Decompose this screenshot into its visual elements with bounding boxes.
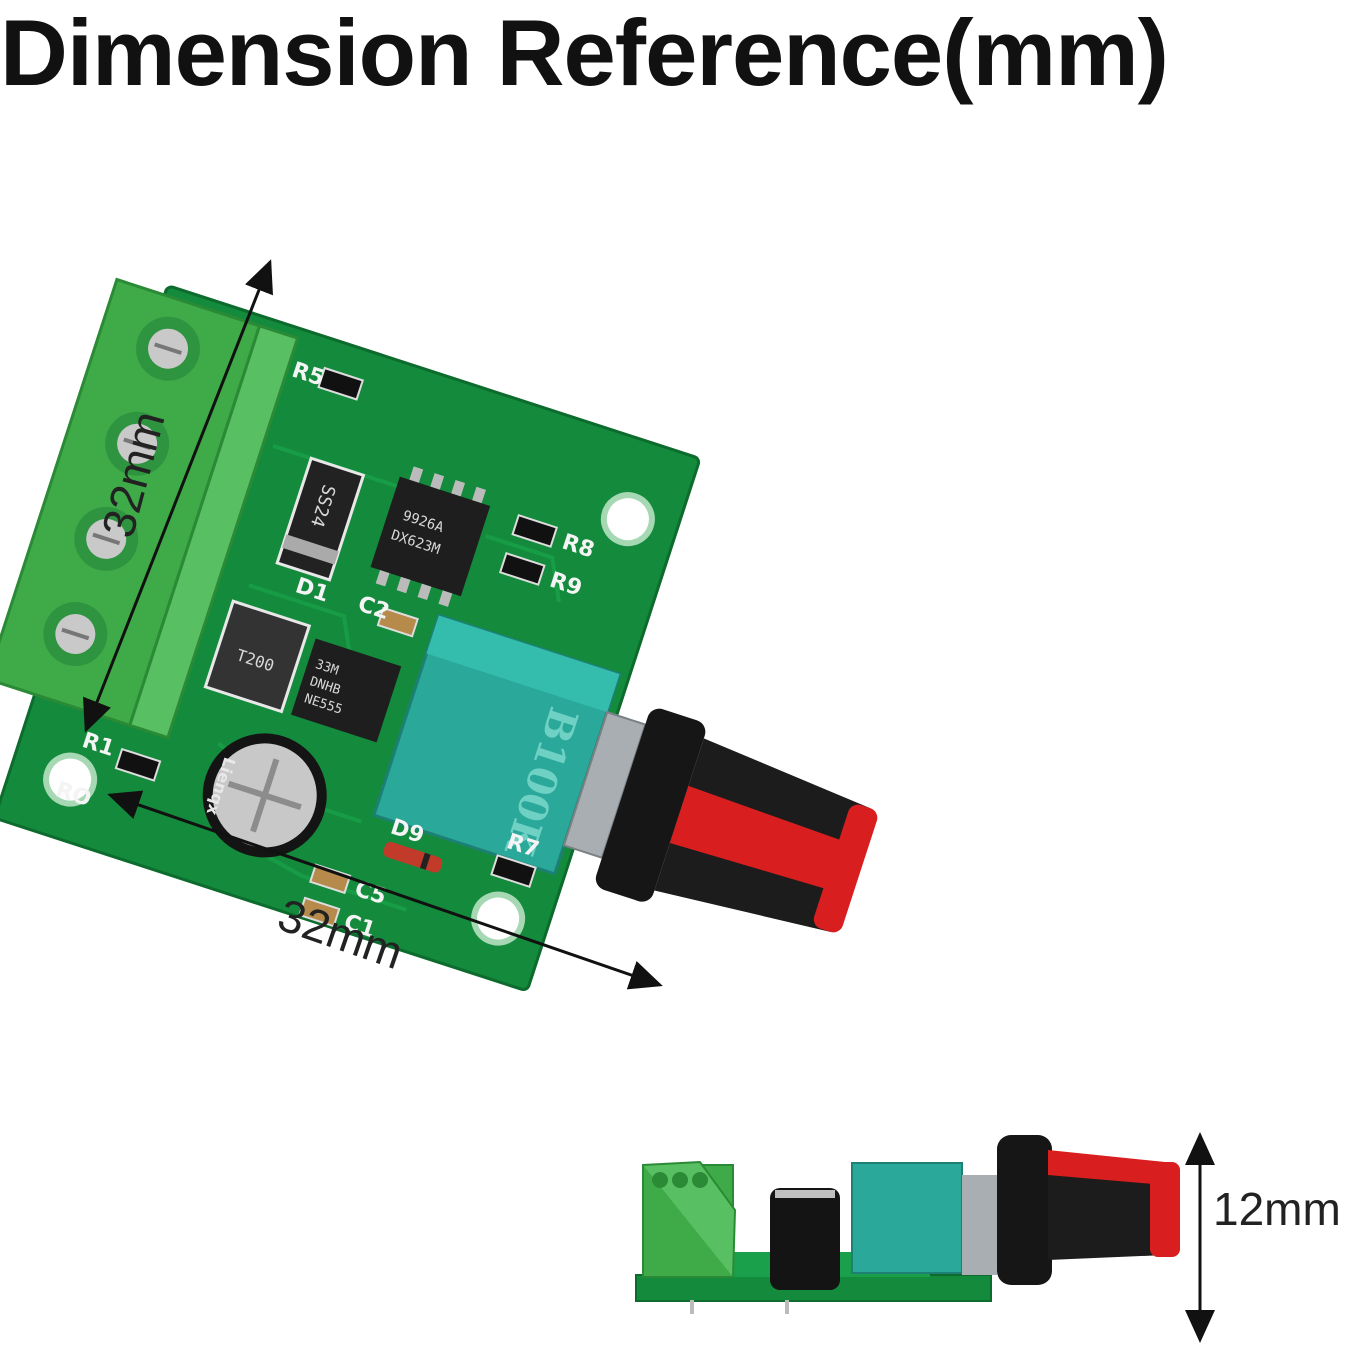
timer-marking-1: 33M: [313, 657, 340, 679]
width-dimension-arrow: [107, 790, 663, 990]
height-dimension-arrow: [83, 259, 273, 733]
timer-chip-ne555: 33M DNHB NE555: [290, 638, 402, 743]
diode-ss24: SS24: [275, 456, 366, 582]
mosfet-chip: 9926A DX623M: [370, 466, 491, 607]
page-title: Dimension Reference(mm): [0, 0, 1169, 105]
knob: [595, 708, 878, 933]
thickness-dimension-label: 12mm: [1213, 1183, 1341, 1235]
board-top-view: SS24 9926A DX623M T200 33M DNHB NE555: [0, 277, 878, 992]
mounting-hole: [43, 752, 98, 807]
mounting-hole: [600, 492, 655, 547]
board-side-view: [635, 1135, 1180, 1314]
